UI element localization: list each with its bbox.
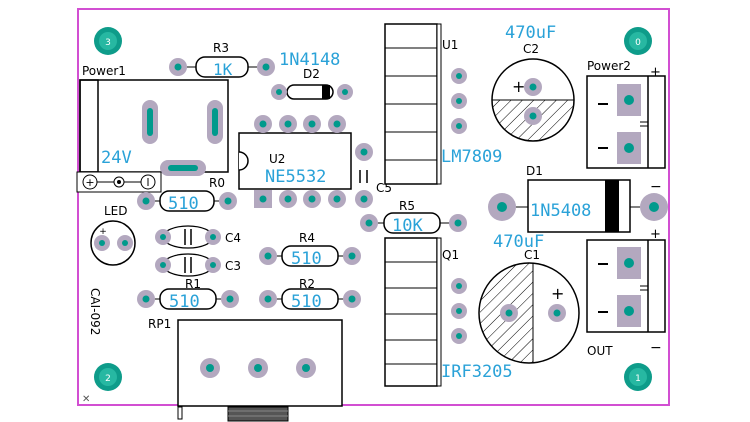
svg-text:+: + — [512, 77, 525, 96]
capacitor-c4 — [155, 225, 221, 249]
label-power2: Power2 — [587, 59, 631, 73]
value-u2: NE5532 — [265, 167, 326, 187]
label-out: OUT — [587, 344, 613, 358]
label-d2: D2 — [303, 67, 320, 81]
label-r2: R2 — [299, 277, 315, 291]
value-q1: IRF3205 — [441, 362, 513, 382]
value-r3: 1K — [213, 60, 233, 79]
label-power1: Power1 — [82, 64, 126, 78]
label-r5: R5 — [399, 199, 415, 213]
value-c1: 470uF — [493, 232, 544, 252]
svg-text:+: + — [551, 284, 564, 303]
label-r3: R3 — [213, 41, 229, 55]
potentiometer-rp1 — [177, 319, 343, 422]
silk-text: 2 — [105, 374, 111, 384]
label-c2: C2 — [523, 42, 539, 56]
svg-text:+: + — [99, 227, 107, 237]
value-c2: 470uF — [505, 23, 556, 43]
transistor-q1 — [384, 237, 467, 387]
value-u1: LM7809 — [441, 147, 502, 167]
resistor-r2 — [259, 288, 361, 310]
value-r2: 510 — [291, 292, 322, 312]
capacitor-c2: + — [491, 58, 575, 142]
mount-hole-bl: 2 — [94, 363, 122, 391]
svg-text:+: + — [85, 176, 94, 189]
power2-connector — [586, 75, 666, 169]
power2-minus: − — [650, 179, 662, 195]
value-r0: 510 — [168, 194, 199, 214]
value-r1: 510 — [169, 292, 200, 312]
out-plus: + — [650, 227, 661, 242]
label-led: LED — [104, 204, 128, 218]
label-d1: D1 — [526, 164, 543, 178]
label-u2: U2 — [269, 152, 285, 166]
ic-u2 — [238, 115, 352, 208]
resistor-r4 — [259, 245, 361, 267]
label-c1: C1 — [524, 248, 540, 262]
mount-hole-br: 1 — [624, 363, 652, 391]
resistor-r3 — [169, 56, 275, 78]
silk-text: 0 — [635, 38, 641, 48]
label-u1: U1 — [442, 38, 458, 52]
power1-connector — [79, 79, 229, 176]
out-minus: − — [650, 340, 662, 356]
resistor-r1 — [137, 288, 239, 310]
value-d2: 1N4148 — [279, 50, 340, 70]
out-connector — [586, 239, 666, 333]
label-r4: R4 — [299, 231, 315, 245]
origin-mark: ✕ — [82, 394, 90, 405]
label-r1: R1 — [185, 277, 201, 291]
board-outline — [77, 8, 670, 406]
value-r5: 10K — [392, 216, 423, 236]
capacitor-c3 — [155, 253, 221, 277]
led: + — [90, 220, 136, 266]
silk-text: 3 — [105, 38, 111, 48]
value-r4: 510 — [291, 249, 322, 269]
capacitor-c5 — [355, 143, 373, 208]
value-d1: 1N5408 — [530, 201, 591, 221]
label-q1: Q1 — [442, 248, 459, 262]
label-c4: C4 — [225, 231, 241, 245]
polarity-symbol: + — [76, 171, 162, 193]
capacitor-c1: + — [478, 262, 580, 364]
mount-hole-tr: 0 — [624, 27, 652, 55]
label-r0: R0 — [209, 176, 225, 190]
label-board-id: CAI-092 — [88, 288, 102, 335]
resistor-r5 — [360, 212, 467, 234]
mount-hole-tl: 3 — [94, 27, 122, 55]
label-voltage: 24V — [101, 148, 132, 168]
regulator-u1 — [384, 23, 467, 185]
power2-plus: + — [650, 65, 661, 80]
diode-d2 — [271, 84, 353, 100]
silk-text: 1 — [635, 374, 641, 384]
diode-d1 — [488, 179, 668, 233]
resistor-r0 — [137, 190, 237, 212]
label-rp1: RP1 — [148, 317, 171, 331]
label-c3: C3 — [225, 259, 241, 273]
